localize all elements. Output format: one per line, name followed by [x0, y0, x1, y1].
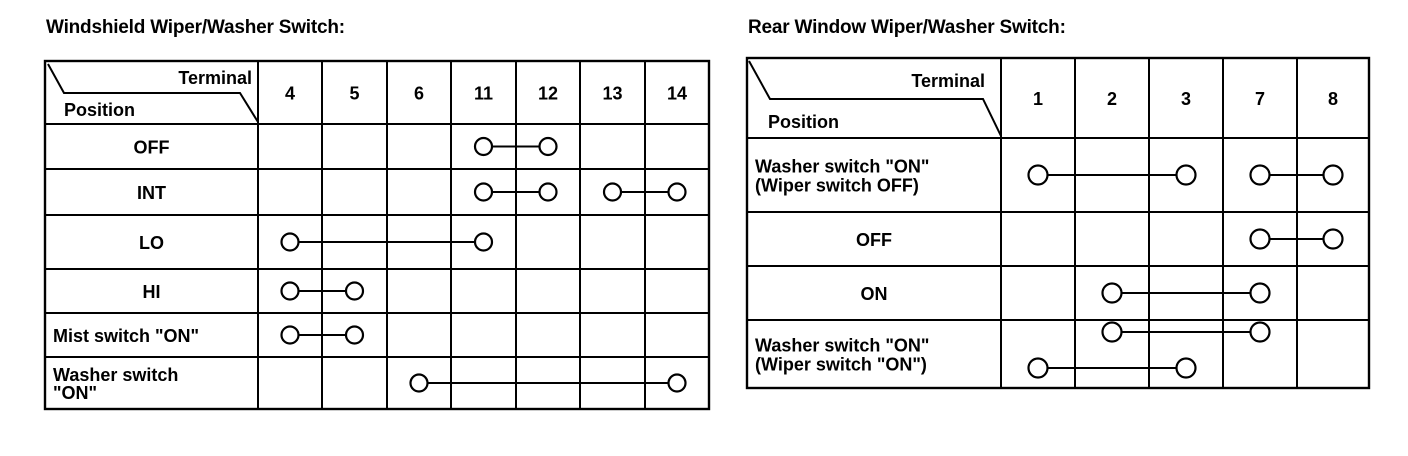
rear-row-label: (Wiper switch OFF) — [755, 176, 919, 196]
rear-terminal-2: 2 — [1107, 89, 1117, 109]
windshield-row-label: HI — [143, 282, 161, 302]
windshield-terminal-14: 14 — [667, 84, 687, 104]
rear-row-label: OFF — [856, 230, 892, 250]
windshield-table-frame — [43, 59, 711, 411]
windshield-terminal-node — [344, 281, 365, 301]
rear-row-label: ON — [861, 284, 888, 304]
windshield-terminal-node — [473, 232, 494, 252]
rear-title: Rear Window Wiper/Washer Switch: — [748, 17, 1066, 38]
rear-header-terminal: Terminal — [911, 71, 985, 91]
rear-header-diagonal — [748, 60, 1002, 137]
windshield-title: Windshield Wiper/Washer Switch: — [46, 17, 345, 38]
rear-terminal-node — [1322, 228, 1344, 250]
windshield-row-label: OFF — [134, 138, 170, 158]
windshield-terminal-node — [538, 136, 558, 157]
rear-terminal-node — [1249, 164, 1271, 186]
rear-terminal-node — [1322, 164, 1344, 186]
windshield-terminal-6: 6 — [414, 84, 424, 104]
windshield-row-label: Washer switch — [53, 365, 178, 385]
rear-terminal-1: 1 — [1033, 89, 1043, 109]
rear-terminal-node — [1249, 321, 1271, 343]
windshield-terminal-node — [280, 325, 300, 345]
rear-row-label: Washer switch "ON" — [755, 157, 929, 177]
rear-row-label: Washer switch "ON" — [755, 336, 929, 356]
windshield-header-diagonal — [47, 63, 259, 123]
rear-terminal-node — [1101, 282, 1123, 304]
windshield-row-label: Mist switch "ON" — [53, 326, 199, 346]
windshield-terminal-11: 11 — [474, 84, 493, 104]
windshield-row-label: INT — [137, 183, 166, 203]
rear-terminal-node — [1027, 164, 1049, 186]
rear-terminal-7: 7 — [1255, 89, 1265, 109]
windshield-terminal-node — [473, 182, 494, 202]
windshield-header-terminal: Terminal — [178, 68, 252, 88]
rear-terminal-node — [1175, 164, 1197, 186]
windshield-terminal-5: 5 — [349, 84, 359, 104]
rear-table-frame — [745, 56, 1371, 390]
rear-terminal-3: 3 — [1181, 89, 1191, 109]
windshield-terminal-13: 13 — [602, 84, 622, 104]
rear-terminal-node — [1101, 321, 1123, 343]
windshield-terminal-12: 12 — [538, 84, 558, 104]
windshield-terminal-node — [602, 182, 623, 202]
windshield-row-label: LO — [139, 233, 164, 253]
windshield-terminal-4: 4 — [285, 84, 295, 104]
windshield-terminal-node — [538, 182, 558, 202]
windshield-terminal-node — [280, 281, 300, 301]
windshield-row-label: "ON" — [53, 383, 97, 403]
rear-terminal-node — [1249, 228, 1271, 250]
windshield-terminal-node — [667, 182, 687, 202]
rear-row-label: (Wiper switch "ON") — [755, 355, 927, 375]
rear-terminal-node — [1175, 357, 1197, 379]
rear-header-position: Position — [768, 112, 839, 132]
windshield-header-position: Position — [64, 100, 135, 120]
rear-terminal-node — [1027, 357, 1049, 379]
rear-terminal-node — [1249, 282, 1271, 304]
windshield-terminal-node — [344, 325, 365, 345]
windshield-terminal-node — [667, 373, 687, 393]
rear-terminal-8: 8 — [1328, 89, 1338, 109]
windshield-terminal-node — [280, 232, 300, 252]
windshield-terminal-node — [473, 136, 494, 157]
windshield-terminal-node — [409, 373, 429, 393]
